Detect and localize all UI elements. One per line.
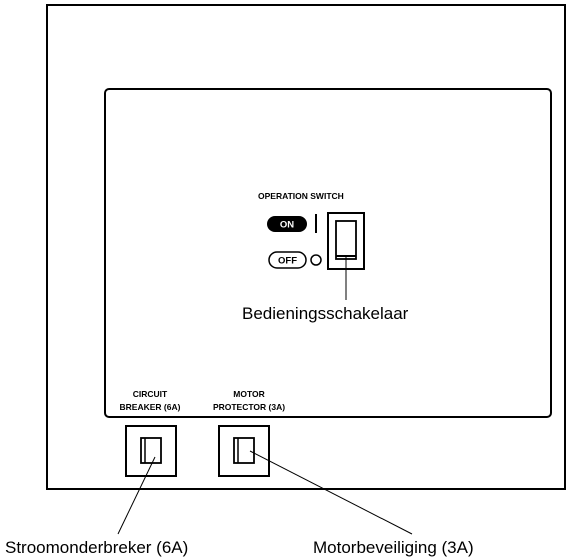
motor-protector-label-2: PROTECTOR (3A): [213, 402, 285, 412]
operation-switch-callout: Bedieningsschakelaar: [242, 304, 409, 323]
motor-protector-rocker: [233, 437, 255, 464]
circuit-breaker-label-2: BREAKER (6A): [120, 402, 181, 412]
operation-switch-heading: OPERATION SWITCH: [258, 191, 344, 201]
off-label: OFF: [278, 256, 297, 267]
on-label: ON: [280, 220, 294, 231]
outer-enclosure: [46, 4, 566, 490]
motor-protector-leader: [249, 450, 413, 535]
inner-panel: [104, 88, 552, 418]
circuit-breaker-label-1: CIRCUIT: [133, 389, 168, 399]
circuit-breaker-rocker: [140, 437, 162, 464]
circuit-breaker-callout: Stroomonderbreker (6A): [5, 538, 188, 557]
motor-protector-callout: Motorbeveiliging (3A): [313, 538, 474, 557]
off-symbol-circle: [310, 254, 322, 266]
operation-switch-rocker: [335, 220, 357, 260]
on-badge: [267, 216, 307, 232]
motor-protector-label-1: MOTOR: [233, 389, 264, 399]
off-badge: [268, 251, 307, 269]
circuit-breaker-leader: [117, 456, 156, 535]
